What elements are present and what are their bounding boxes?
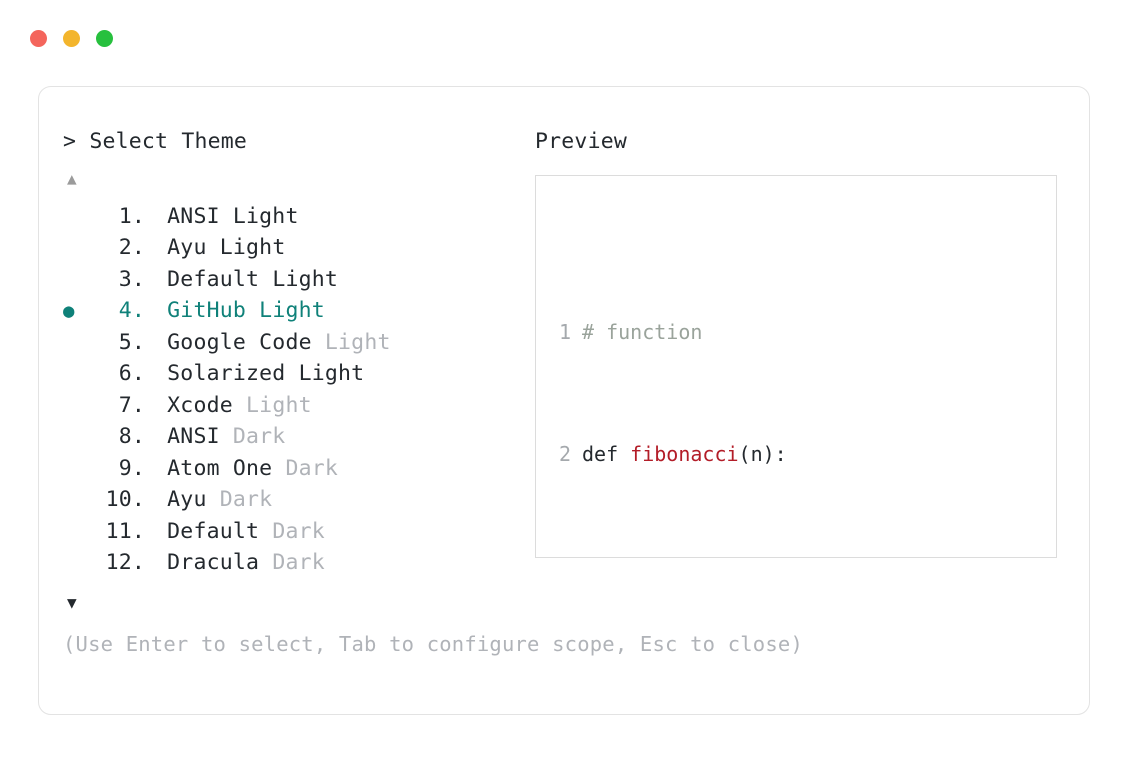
theme-item-spacer	[145, 358, 167, 390]
code-line-2: 2 def fibonacci(n):	[536, 439, 1056, 470]
theme-item-name: Google Code	[167, 329, 312, 355]
theme-item-name: Solarized	[167, 361, 286, 386]
code-token-keyword: def	[582, 442, 631, 466]
theme-list-item[interactable]: 11. Default Dark	[63, 516, 533, 548]
theme-item-variant: Light	[206, 235, 286, 260]
theme-item-spacer	[145, 421, 167, 453]
theme-item-name: Dracula	[167, 550, 260, 575]
theme-list-item[interactable]: 9. Atom One Dark	[63, 453, 533, 485]
theme-list-item[interactable]: 6. Solarized Light	[63, 358, 533, 390]
theme-item-variant: Light	[246, 298, 325, 323]
theme-item-spacer	[145, 390, 167, 422]
theme-item-name: Default	[167, 266, 260, 292]
page-title: Select Theme	[89, 129, 248, 154]
theme-item-index: 7.	[118, 392, 145, 418]
theme-item-variant: Dark	[259, 518, 325, 544]
keyboard-hint: (Use Enter to select, Tab to configure s…	[63, 631, 803, 656]
theme-item-index: 11.	[105, 518, 145, 544]
line-number: 2	[558, 442, 571, 466]
code-token-comment: # function	[582, 320, 703, 344]
theme-item-spacer	[145, 453, 167, 485]
theme-list-item[interactable]: 1. ANSI Light	[63, 201, 533, 233]
code-token-function: fibonacci	[630, 442, 739, 466]
theme-item-spacer	[145, 201, 167, 233]
theme-list-item[interactable]: 10. Ayu Dark	[63, 484, 533, 516]
zoom-button-dot[interactable]	[96, 30, 113, 47]
selected-bullet-icon: ●	[63, 300, 75, 322]
theme-item-spacer	[145, 327, 167, 359]
theme-item-name: Default	[167, 518, 260, 544]
theme-item-name: ANSI	[167, 424, 220, 449]
theme-list-item[interactable]: 3. Default Light	[63, 264, 533, 296]
theme-item-index: 9.	[118, 455, 145, 481]
theme-item-spacer	[145, 547, 167, 579]
preview-heading: Preview	[535, 129, 628, 154]
theme-item-variant: Dark	[272, 455, 339, 481]
theme-item-variant: Light	[232, 392, 312, 418]
theme-item-index: 10.	[105, 487, 145, 512]
theme-list-item[interactable]: 8. ANSI Dark	[63, 421, 533, 453]
line-number: 1	[558, 320, 571, 344]
theme-item-spacer	[145, 232, 167, 264]
theme-item-index: 3.	[118, 266, 145, 292]
theme-item-name: Ayu	[167, 487, 207, 512]
theme-item-variant: Light	[285, 361, 365, 386]
close-button-dot[interactable]	[30, 30, 47, 47]
code-line-1: 1 # function	[536, 317, 1056, 348]
scroll-up-icon[interactable]: ▲	[67, 168, 77, 188]
theme-item-index: 2.	[118, 235, 145, 260]
scroll-down-icon[interactable]: ▼	[67, 592, 77, 612]
theme-list-item[interactable]: 7. Xcode Light	[63, 390, 533, 422]
theme-item-spacer	[145, 264, 167, 296]
minimize-button-dot[interactable]	[63, 30, 80, 47]
theme-item-index: 8.	[118, 424, 145, 449]
theme-list-item[interactable]: ● 4. GitHub Light	[63, 295, 533, 327]
theme-item-variant: Dark	[206, 487, 273, 512]
theme-item-variant: Light	[219, 203, 299, 229]
theme-item-name: ANSI	[167, 203, 220, 229]
prompt-row: > Select Theme	[63, 131, 533, 153]
theme-list-item[interactable]: 2. Ayu Light	[63, 232, 533, 264]
theme-item-index: 4.	[118, 298, 145, 323]
code-token-plain: (n):	[738, 442, 787, 466]
theme-item-spacer	[145, 484, 167, 516]
theme-list-item[interactable]: 5. Google Code Light	[63, 327, 533, 359]
theme-item-variant: Dark	[259, 550, 325, 575]
theme-item-index: 6.	[118, 361, 145, 386]
theme-item-variant: Light	[259, 266, 339, 292]
theme-item-name: GitHub	[167, 298, 247, 323]
theme-item-name: Atom One	[167, 455, 273, 481]
prompt-caret-icon: >	[63, 129, 77, 154]
theme-list-item[interactable]: 12. Dracula Dark	[63, 547, 533, 579]
theme-item-name: Ayu	[167, 235, 207, 260]
window-controls	[30, 30, 113, 47]
theme-item-spacer	[145, 295, 167, 327]
theme-item-variant: Light	[311, 329, 391, 355]
theme-item-index: 5.	[118, 329, 145, 355]
theme-item-index: 1.	[118, 203, 145, 229]
theme-item-name: Xcode	[167, 392, 233, 418]
theme-item-variant: Dark	[219, 424, 286, 449]
theme-item-spacer	[145, 516, 167, 548]
theme-item-index: 12.	[105, 550, 145, 575]
